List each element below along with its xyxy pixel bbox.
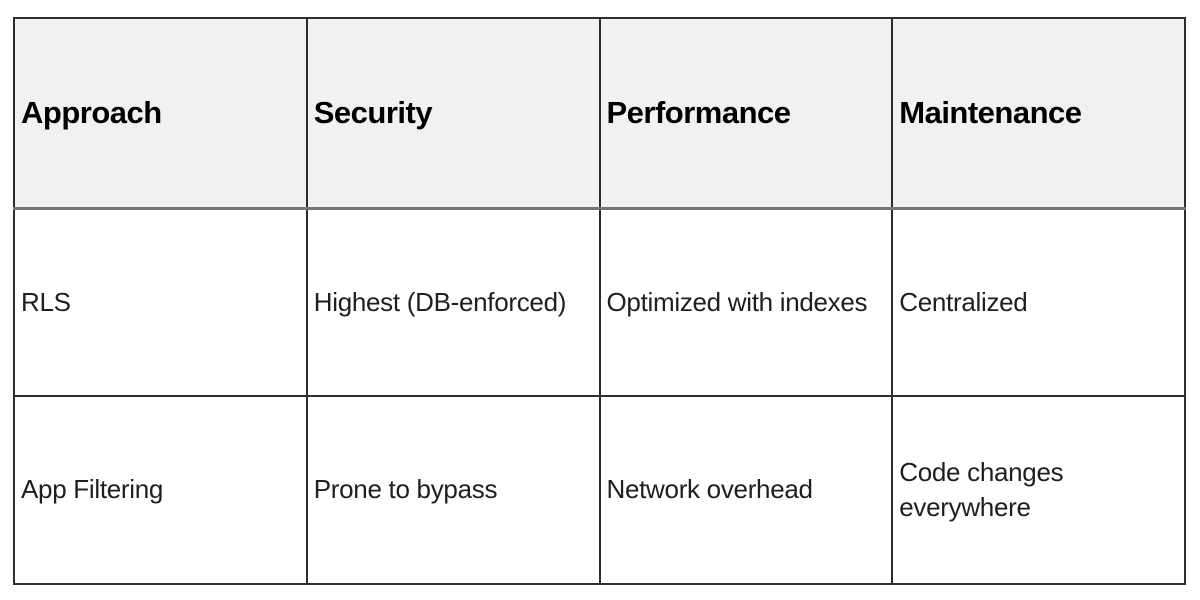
comparison-table: Approach Security Performance Maintenanc… <box>13 17 1186 585</box>
cell-app-filtering-maintenance: Code changes everywhere <box>891 395 1186 585</box>
cell-rls-approach: RLS <box>13 207 308 397</box>
cell-rls-maintenance: Centralized <box>891 207 1186 397</box>
cell-rls-security: Highest (DB-enforced) <box>305 207 601 397</box>
table-row-app-filtering: App Filtering Prone to bypass Network ov… <box>13 395 1186 585</box>
cell-app-filtering-approach: App Filtering <box>13 395 308 585</box>
cell-rls-performance: Optimized with indexes <box>598 207 894 397</box>
column-header-security: Security <box>305 17 601 210</box>
table-row-rls: RLS Highest (DB-enforced) Optimized with… <box>13 207 1186 397</box>
cell-app-filtering-security: Prone to bypass <box>305 395 601 585</box>
column-header-approach: Approach <box>13 17 308 210</box>
cell-app-filtering-performance: Network overhead <box>598 395 894 585</box>
column-header-performance: Performance <box>598 17 894 210</box>
column-header-maintenance: Maintenance <box>891 17 1186 210</box>
header-row: Approach Security Performance Maintenanc… <box>13 17 1186 210</box>
